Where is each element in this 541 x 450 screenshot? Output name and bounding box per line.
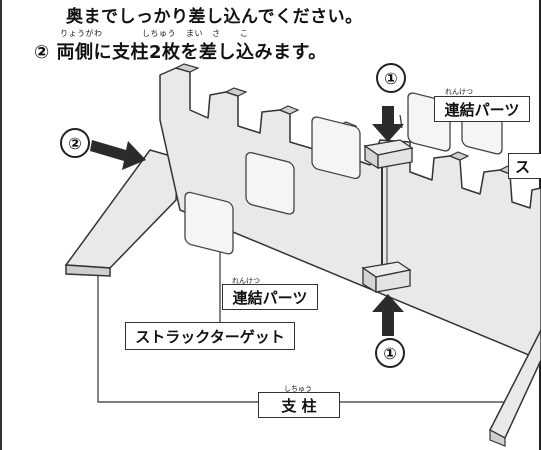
ruby-ryougawa: りょうがわ xyxy=(60,29,103,38)
arrow-right-support xyxy=(90,140,146,170)
right-support xyxy=(488,329,541,447)
step-marker-1-top: ① xyxy=(376,63,406,93)
label-struck-target: ストラックターゲット xyxy=(125,322,295,350)
label-renketsu-top: 連結パーツ xyxy=(434,96,530,122)
arrows xyxy=(90,106,404,336)
left-support xyxy=(64,149,179,277)
instruction-line-2: ② 両側に支柱2枚を差し込みます。 xyxy=(34,42,327,63)
connector-part-top xyxy=(363,139,414,170)
label-renketsu-bottom-ruby: れんけつ xyxy=(232,277,260,285)
arrow-up-bottom xyxy=(372,294,404,336)
label-struck-target-partial: ス xyxy=(508,153,541,179)
label-renketsu-top-ruby: れんけつ xyxy=(445,88,473,96)
connector-part-bottom xyxy=(361,261,412,294)
ruby-sa: さ xyxy=(212,29,221,38)
page-left-border xyxy=(0,0,2,450)
arrow-down-top xyxy=(372,106,404,142)
step-marker-1-bottom: ① xyxy=(375,338,405,368)
leader-line-shichuu-left xyxy=(97,222,258,403)
label-shichuu-ruby: しちゅう xyxy=(284,385,312,393)
ruby-shichuu: しちゅう xyxy=(142,29,176,38)
label-renketsu-bottom: 連結パーツ xyxy=(222,284,318,310)
instruction-line-1: 奥までしっかり差し込んでください。 xyxy=(66,7,363,27)
label-shichuu: 支 柱 xyxy=(258,392,340,418)
ruby-mai: まい xyxy=(186,29,203,38)
step-marker-2: ② xyxy=(60,128,90,158)
ruby-ko: こ xyxy=(240,29,249,38)
